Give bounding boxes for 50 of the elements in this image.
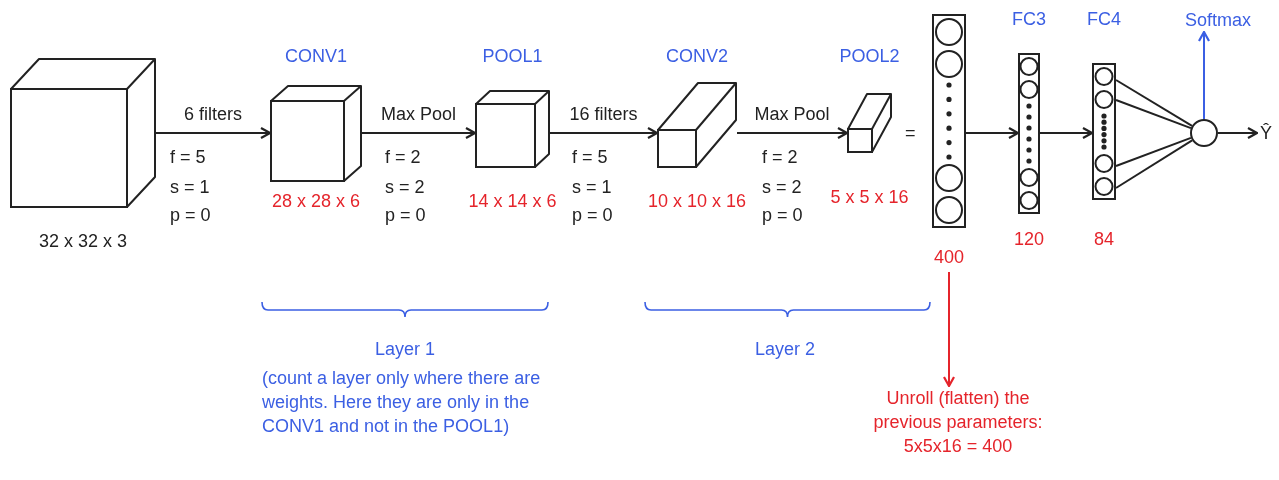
dimension-text: 84 xyxy=(1094,228,1114,250)
dimension-text: 400 xyxy=(934,246,964,268)
parameter-text: p = 0 xyxy=(385,204,426,226)
layer-title: FC4 xyxy=(1087,8,1121,30)
parameter-text: p = 0 xyxy=(170,204,211,226)
connector-line xyxy=(1115,99,1192,130)
layer-title: POOL2 xyxy=(839,45,900,67)
arrow xyxy=(1039,126,1094,140)
edge-label: Max Pool xyxy=(381,103,456,125)
parameter-text: s = 2 xyxy=(762,176,802,198)
dimension-text: 10 x 10 x 16 xyxy=(647,190,747,212)
parameter-text: f = 2 xyxy=(385,146,421,168)
connector-line xyxy=(1115,139,1194,189)
parameter-text: p = 0 xyxy=(762,204,803,226)
arrow xyxy=(1197,30,1211,120)
arrow xyxy=(155,126,272,140)
parameter-text: f = 5 xyxy=(572,146,608,168)
note-text: Unroll (flatten) the previous parameters: 5x5x16 = 400 xyxy=(858,386,1058,458)
dimension-text: 120 xyxy=(1014,228,1044,250)
edge-label: 6 filters xyxy=(184,103,242,125)
parameter-text: s = 1 xyxy=(170,176,210,198)
output-label: Ŷ xyxy=(1257,121,1275,145)
edge-label: Max Pool xyxy=(754,103,830,125)
parameter-text: f = 2 xyxy=(762,146,798,168)
connector-line xyxy=(1115,136,1192,167)
layer-note: (count a layer only where there are weights. Here they are only in the CONV1 and not in the POOL1) xyxy=(262,367,542,438)
arrow xyxy=(549,126,659,140)
dimension-text: 14 x 14 x 6 xyxy=(468,190,557,212)
parameter-text: s = 1 xyxy=(572,176,612,198)
parameter-text: s = 2 xyxy=(385,176,425,198)
arrow xyxy=(1217,126,1259,140)
equals-sign: = xyxy=(905,122,916,144)
parameter-text: f = 5 xyxy=(170,146,206,168)
arrow xyxy=(361,126,477,140)
arrow xyxy=(736,126,849,140)
connector-line xyxy=(1115,79,1193,127)
dimension-text: 32 x 32 x 3 xyxy=(38,230,128,252)
arrow xyxy=(965,126,1020,140)
dimension-text: 28 x 28 x 6 xyxy=(271,190,361,212)
dimension-text: 5 x 5 x 16 xyxy=(830,186,909,208)
layer-title: CONV1 xyxy=(285,45,347,67)
arrow xyxy=(942,271,956,388)
layer-note: Layer 2 xyxy=(755,338,815,360)
layer-note: Layer 1 xyxy=(375,338,435,360)
edge-label: 16 filters xyxy=(569,103,638,125)
layer-title: POOL1 xyxy=(482,45,543,67)
output-label: Softmax xyxy=(1180,8,1256,32)
layer-title: CONV2 xyxy=(666,45,728,67)
parameter-text: p = 0 xyxy=(572,204,613,226)
layer-title: FC3 xyxy=(1012,8,1046,30)
